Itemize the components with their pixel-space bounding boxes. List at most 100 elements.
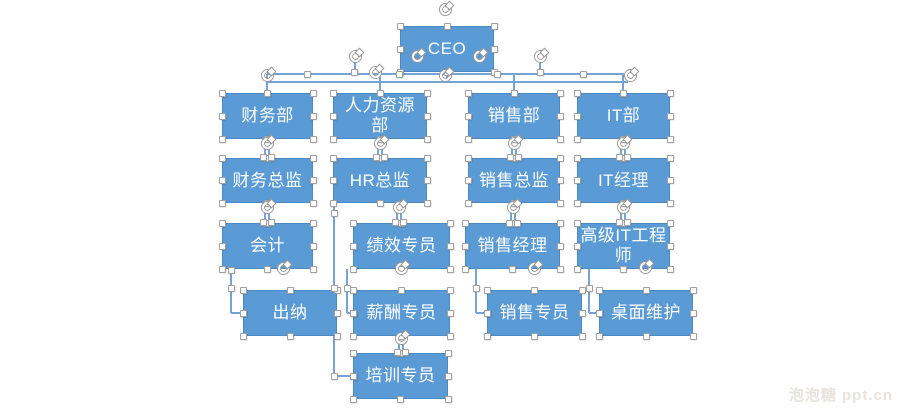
rotation-handle-icon[interactable] bbox=[393, 201, 405, 213]
selection-handle[interactable] bbox=[330, 284, 338, 292]
selection-handle[interactable] bbox=[595, 309, 603, 317]
selection-handle[interactable] bbox=[218, 199, 226, 207]
selection-handle[interactable] bbox=[218, 219, 226, 227]
rotation-handle-icon[interactable] bbox=[395, 262, 407, 274]
selection-handle[interactable] bbox=[642, 332, 650, 340]
selection-handle[interactable] bbox=[309, 89, 317, 97]
selection-handle[interactable] bbox=[444, 372, 452, 380]
selection-handle[interactable] bbox=[464, 89, 472, 97]
selection-handle[interactable] bbox=[642, 286, 650, 294]
selection-handle[interactable] bbox=[443, 22, 451, 30]
selection-handle[interactable] bbox=[239, 309, 247, 317]
selection-handle[interactable] bbox=[286, 286, 294, 294]
selection-handle[interactable] bbox=[595, 286, 603, 294]
connector-line[interactable] bbox=[400, 211, 402, 223]
connector-line[interactable] bbox=[513, 74, 515, 93]
rotation-handle-icon[interactable] bbox=[261, 201, 273, 213]
selection-handle[interactable] bbox=[509, 265, 516, 273]
selection-handle[interactable] bbox=[573, 112, 581, 120]
connector-line[interactable] bbox=[514, 211, 516, 224]
selection-handle[interactable] bbox=[666, 89, 674, 97]
rotation-handle-icon[interactable] bbox=[534, 50, 546, 62]
selection-handle[interactable] bbox=[259, 153, 267, 161]
selection-handle[interactable] bbox=[309, 199, 317, 207]
selection-handle[interactable] bbox=[227, 284, 235, 292]
selection-handle[interactable] bbox=[556, 219, 564, 227]
connector-line[interactable] bbox=[624, 147, 626, 158]
org-node-performance-specialist[interactable]: 绩效专员 bbox=[353, 223, 450, 269]
selection-handle[interactable] bbox=[303, 70, 311, 78]
selection-handle[interactable] bbox=[514, 153, 522, 161]
selection-handle[interactable] bbox=[573, 265, 581, 273]
selection-handle[interactable] bbox=[461, 219, 469, 227]
selection-handle[interactable] bbox=[398, 286, 405, 294]
selection-handle[interactable] bbox=[399, 218, 407, 226]
selection-handle[interactable] bbox=[573, 242, 581, 250]
connector-line[interactable] bbox=[510, 211, 512, 224]
selection-handle[interactable] bbox=[259, 218, 267, 226]
selection-handle[interactable] bbox=[330, 209, 338, 217]
selection-handle[interactable] bbox=[218, 112, 226, 120]
selection-handle[interactable] bbox=[395, 70, 403, 78]
connector-line[interactable] bbox=[334, 375, 353, 377]
selection-handle[interactable] bbox=[578, 332, 586, 340]
connector-line[interactable] bbox=[381, 147, 383, 158]
selection-handle[interactable] bbox=[309, 219, 317, 227]
selection-handle[interactable] bbox=[573, 135, 581, 143]
selection-handle[interactable] bbox=[446, 286, 454, 294]
connector-line[interactable] bbox=[264, 211, 266, 223]
selection-handle[interactable] bbox=[620, 265, 627, 273]
rotation-handle-icon[interactable] bbox=[528, 262, 540, 274]
selection-handle[interactable] bbox=[423, 177, 431, 184]
selection-handle[interactable] bbox=[423, 199, 431, 207]
selection-handle[interactable] bbox=[349, 349, 357, 357]
selection-handle[interactable] bbox=[380, 153, 388, 161]
connector-line[interactable] bbox=[511, 147, 513, 158]
selection-handle[interactable] bbox=[573, 154, 581, 162]
selection-handle[interactable] bbox=[556, 242, 564, 250]
selection-handle[interactable] bbox=[620, 89, 627, 97]
org-node-hr-dept[interactable]: 人力资源 部 bbox=[333, 93, 427, 139]
selection-handle[interactable] bbox=[573, 199, 581, 207]
selection-handle[interactable] bbox=[350, 68, 358, 76]
selection-handle[interactable] bbox=[349, 219, 357, 227]
selection-handle[interactable] bbox=[556, 177, 564, 184]
selection-handle[interactable] bbox=[464, 112, 472, 120]
selection-handle[interactable] bbox=[218, 154, 226, 162]
selection-handle[interactable] bbox=[573, 177, 581, 184]
selection-handle[interactable] bbox=[556, 154, 564, 162]
org-node-training-specialist[interactable]: 培训专员 bbox=[353, 353, 448, 399]
selection-handle[interactable] bbox=[510, 89, 518, 97]
rotation-handle-icon[interactable] bbox=[439, 69, 451, 81]
selection-handle[interactable] bbox=[578, 309, 586, 317]
rotation-handle-icon[interactable] bbox=[277, 262, 289, 274]
selection-handle[interactable] bbox=[264, 265, 271, 273]
rotation-handle-icon[interactable] bbox=[624, 69, 636, 81]
selection-handle[interactable] bbox=[472, 284, 480, 292]
selection-handle[interactable] bbox=[666, 199, 674, 207]
rotation-handle-icon[interactable] bbox=[617, 137, 629, 149]
selection-handle[interactable] bbox=[556, 135, 564, 143]
selection-handle[interactable] bbox=[464, 154, 472, 162]
selection-handle[interactable] bbox=[349, 395, 357, 403]
selection-handle[interactable] bbox=[666, 242, 674, 250]
selection-handle[interactable] bbox=[464, 135, 472, 143]
selection-handle[interactable] bbox=[578, 286, 586, 294]
selection-handle[interactable] bbox=[309, 112, 317, 120]
connector-line[interactable] bbox=[267, 81, 628, 83]
selection-handle[interactable] bbox=[329, 177, 337, 184]
selection-handle[interactable] bbox=[623, 153, 631, 161]
org-node-desktop-support[interactable]: 桌面维护 bbox=[599, 290, 693, 336]
selection-handle[interactable] bbox=[309, 177, 317, 184]
selection-handle[interactable] bbox=[666, 177, 674, 184]
rotation-handle-icon[interactable] bbox=[411, 50, 423, 62]
selection-handle[interactable] bbox=[556, 112, 564, 120]
selection-handle[interactable] bbox=[513, 219, 521, 227]
selection-handle[interactable] bbox=[623, 218, 631, 226]
rotation-handle-icon[interactable] bbox=[639, 261, 651, 273]
selection-handle[interactable] bbox=[689, 286, 697, 294]
selection-handle[interactable] bbox=[505, 219, 513, 227]
connector-line[interactable] bbox=[620, 147, 622, 158]
selection-handle[interactable] bbox=[309, 265, 317, 273]
selection-handle[interactable] bbox=[531, 332, 538, 340]
